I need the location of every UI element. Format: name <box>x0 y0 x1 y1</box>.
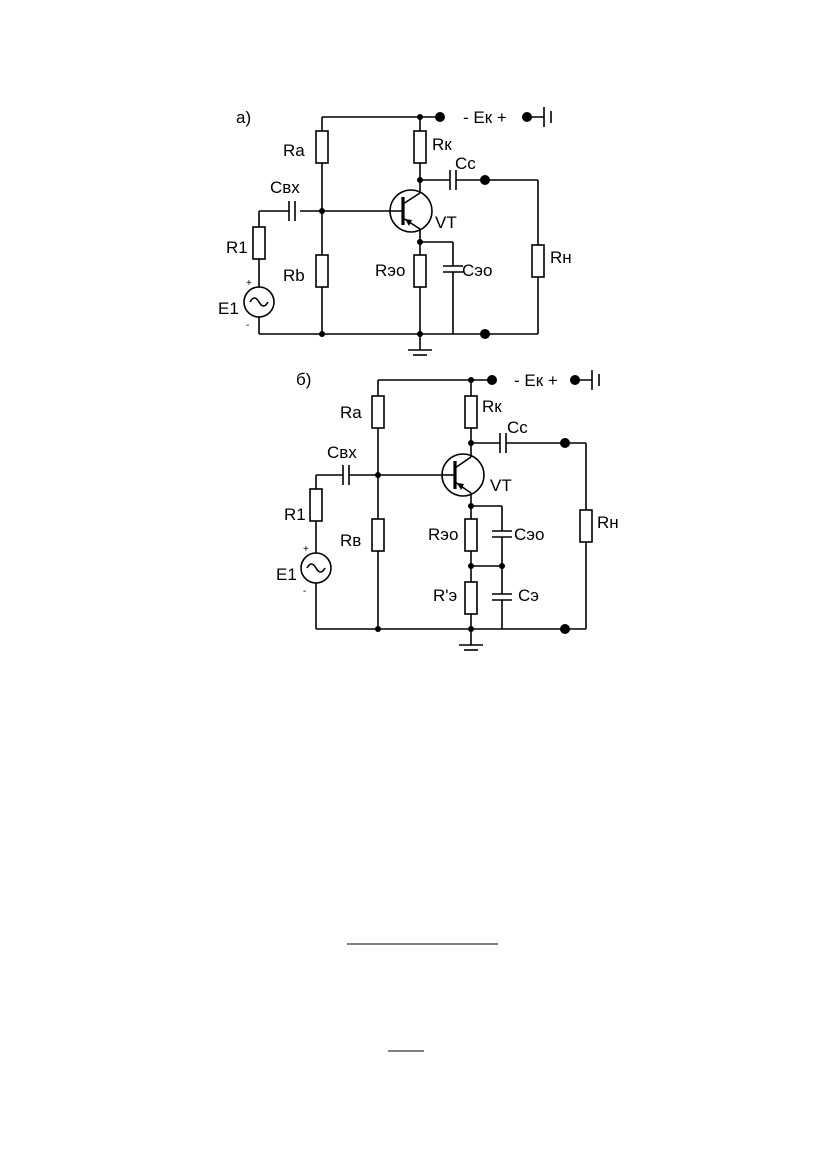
svg-text:-: - <box>303 586 306 597</box>
b-label-ce: Cэo <box>514 525 544 544</box>
b-resistor-ra <box>371 395 385 429</box>
b-resistor-rb <box>371 518 385 552</box>
b-resistor-re <box>464 518 478 552</box>
b-supply-label: - Eк + <box>514 371 558 390</box>
b-label-rk: Rк <box>482 397 502 416</box>
b-label-rb: Rв <box>340 531 361 550</box>
b-transistor-vt <box>441 453 485 497</box>
b-resistor-rn <box>579 509 593 543</box>
a-resistor-ra <box>315 130 329 164</box>
diagram-b: б) - Eк + Ra Rв Cвх R1 + - E1 <box>276 370 619 651</box>
a-supply-terminal <box>435 112 445 122</box>
a-resistor-rk <box>413 130 427 164</box>
a-resistor-rn <box>531 244 545 278</box>
a-label-e1: E1 <box>218 299 239 318</box>
a-label-cc: Cc <box>455 154 476 173</box>
b-label-ra: Ra <box>340 403 362 422</box>
svg-text:+: + <box>246 278 252 289</box>
b-label-cin: Cвх <box>327 443 357 462</box>
a-label-rk: Rк <box>432 135 452 154</box>
b-label-e1: E1 <box>276 565 297 584</box>
b-supply-terminal <box>487 375 497 385</box>
a-label-vt: VT <box>435 213 457 232</box>
a-resistor-re <box>413 254 427 288</box>
b-label-ce2: Cэ <box>518 586 539 605</box>
b-resistor-rk <box>464 395 478 429</box>
b-label-rn: Rн <box>597 513 619 532</box>
svg-text:+: + <box>303 544 309 555</box>
a-supply-label: - Eк + <box>463 108 507 127</box>
a-label-r1: R1 <box>226 238 248 257</box>
a-label-re: Rэo <box>375 261 405 280</box>
b-resistor-re2 <box>464 581 478 615</box>
b-label-r1: R1 <box>284 505 306 524</box>
a-resistor-r1 <box>252 226 266 260</box>
b-label-re: Rэo <box>428 525 458 544</box>
svg-text:-: - <box>246 320 249 331</box>
b-resistor-r1 <box>309 488 323 522</box>
a-label-ce: Cэo <box>462 261 492 280</box>
a-resistor-rb <box>315 254 329 288</box>
a-label-rb: Rb <box>283 266 305 285</box>
diagram-b-tag: б) <box>296 370 311 389</box>
b-label-vt: VT <box>490 476 512 495</box>
diagram-a: а) - Eк + Ra Rb Cвх R1 + - E1 <box>218 107 572 356</box>
diagram-a-tag: а) <box>236 108 251 127</box>
a-label-ra: Ra <box>283 141 305 160</box>
a-label-cin: Cвх <box>270 178 300 197</box>
a-label-rn: Rн <box>550 248 572 267</box>
b-label-re2: R'э <box>433 586 457 605</box>
b-label-cc: Cc <box>507 418 528 437</box>
